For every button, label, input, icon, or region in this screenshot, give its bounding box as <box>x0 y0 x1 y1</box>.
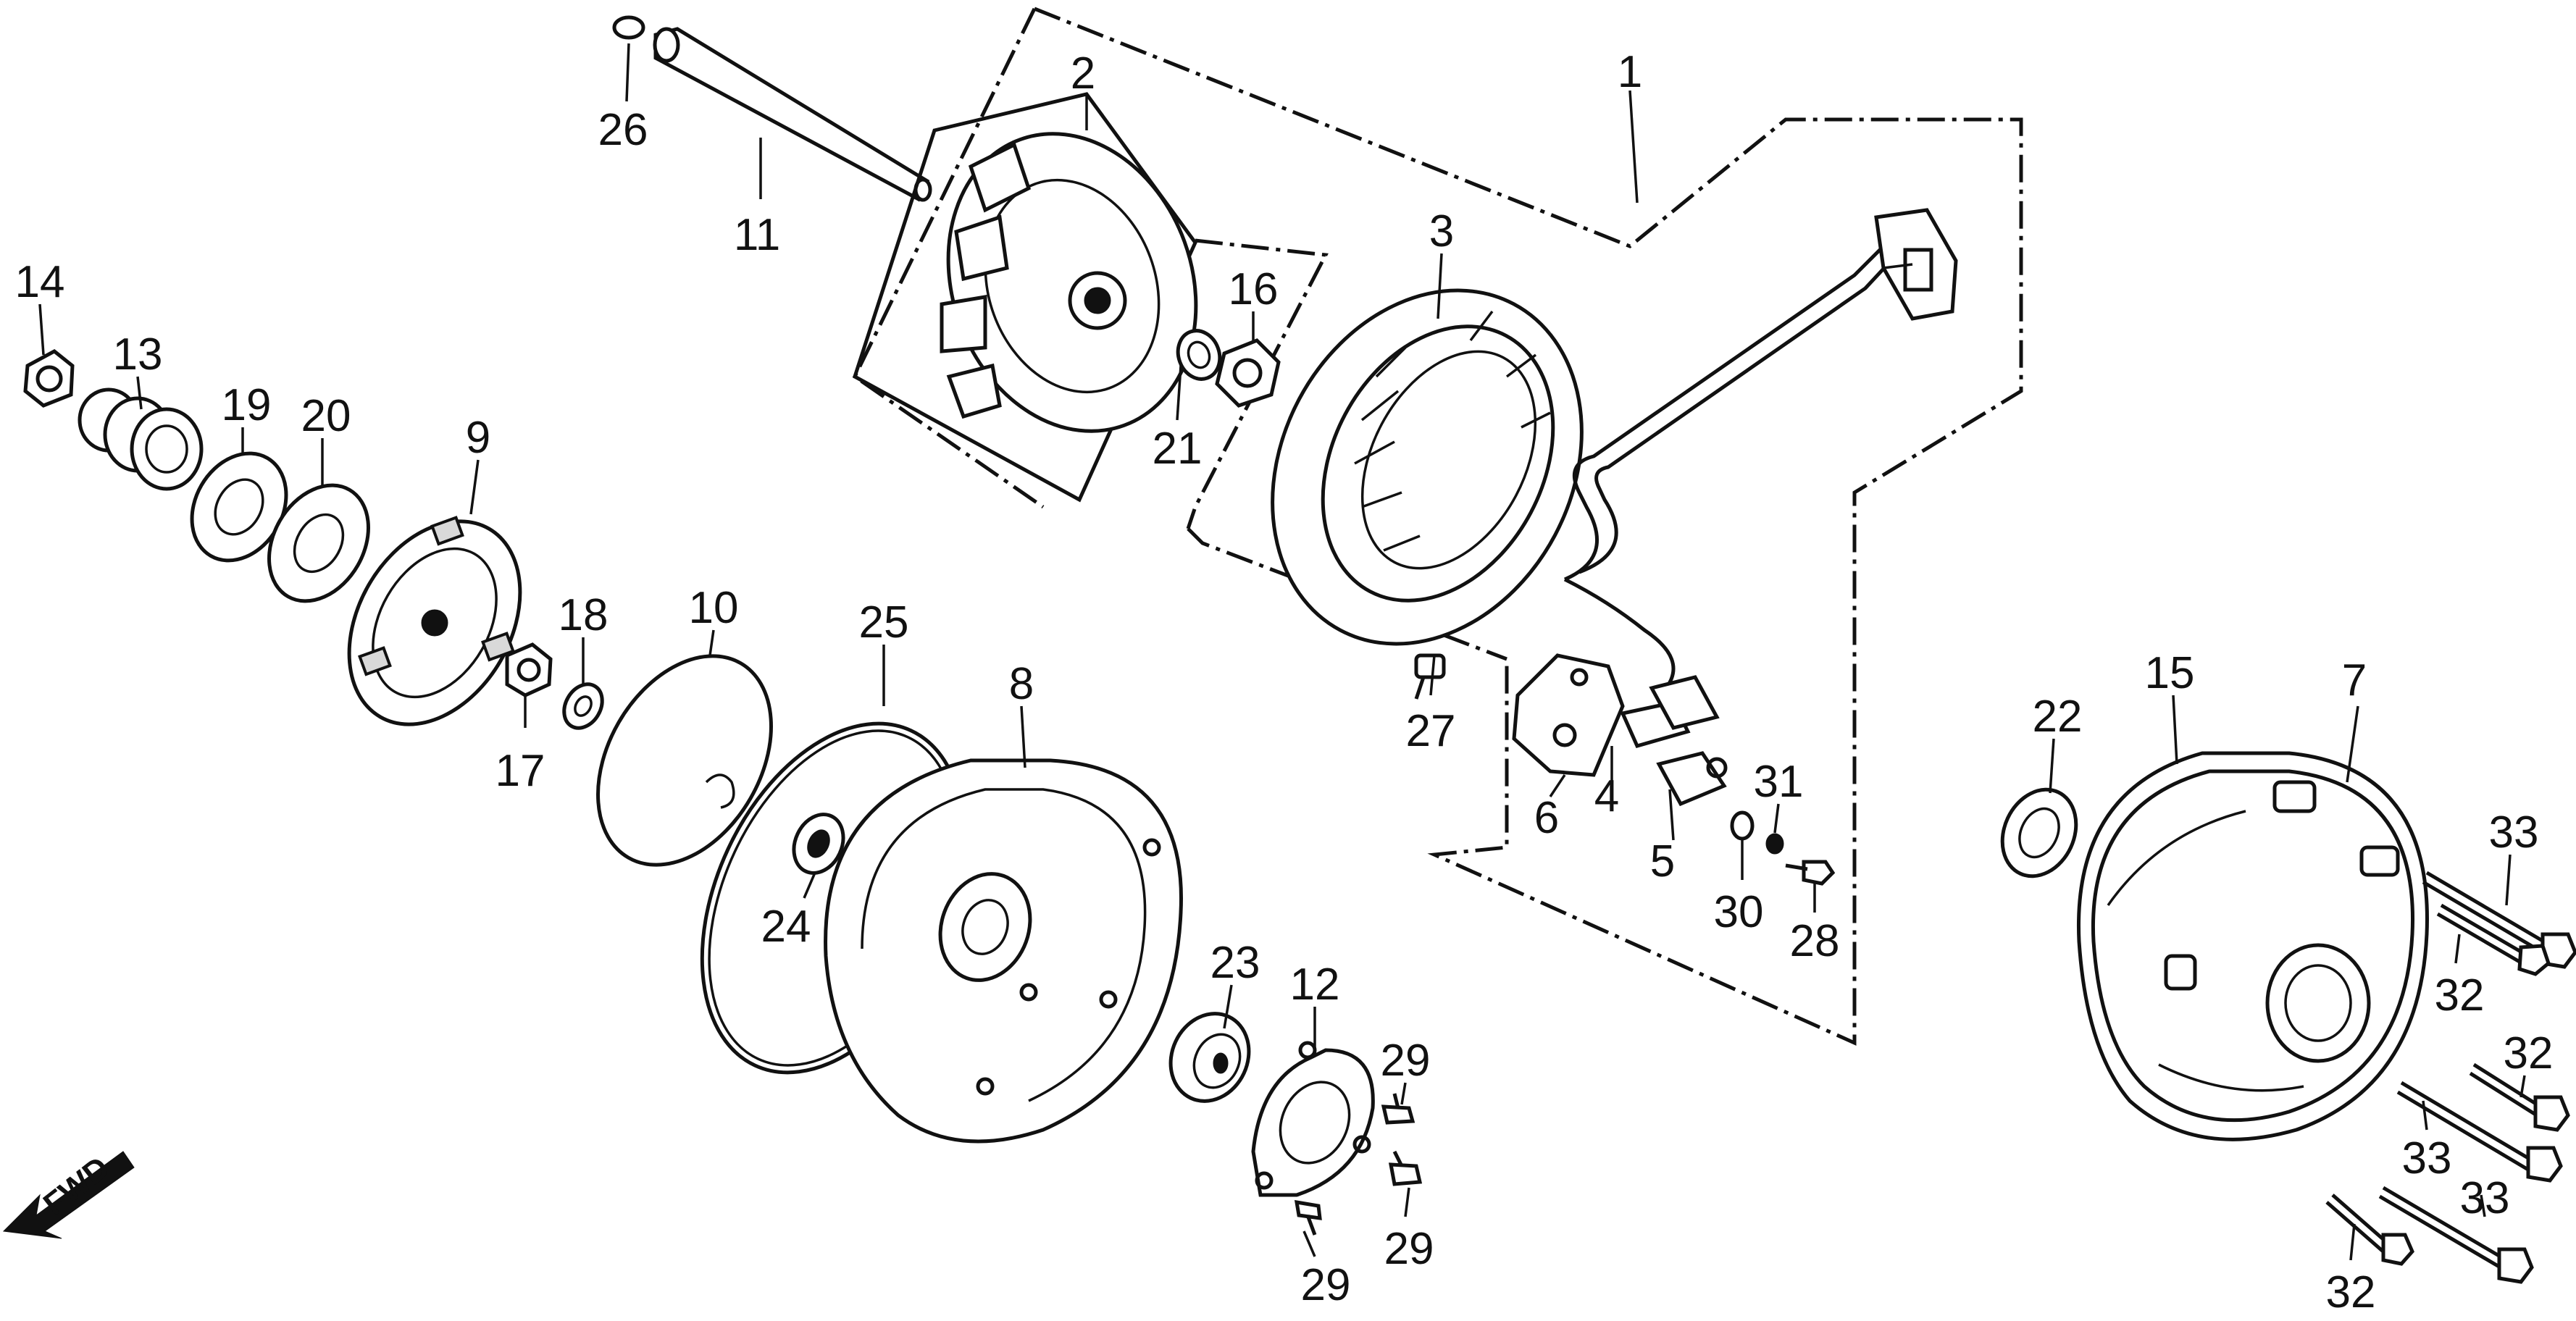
callout-3: 3 <box>1429 206 1454 256</box>
callout-14: 14 <box>15 257 65 307</box>
screw-29a <box>1381 1093 1415 1125</box>
nut-16 <box>1215 338 1281 408</box>
callout-27: 27 <box>1406 706 1456 756</box>
retainer-12 <box>1251 1041 1375 1197</box>
regulator-4 <box>1620 675 1720 749</box>
callout-13: 13 <box>113 330 163 379</box>
callout-17: 17 <box>495 746 545 796</box>
callout-33c: 33 <box>2460 1173 2510 1223</box>
nut-31 <box>1765 833 1784 855</box>
housing-8 <box>824 758 1183 1144</box>
bearing-22 <box>2000 787 2078 878</box>
bolt-33b <box>2396 1081 2563 1183</box>
damper-plate-9 <box>347 516 522 726</box>
callout-9: 9 <box>466 413 490 463</box>
callout-7: 7 <box>2342 655 2367 705</box>
leader-lines <box>38 43 2526 1261</box>
callout-29b: 29 <box>1384 1224 1434 1274</box>
wire-harness <box>1563 245 1896 689</box>
nut-17 <box>505 642 553 697</box>
rotor-2 <box>852 92 1198 503</box>
callout-19: 19 <box>222 380 272 430</box>
callout-4: 4 <box>1594 771 1619 821</box>
bolt-33c <box>2378 1186 2534 1284</box>
washer-30 <box>1730 810 1755 841</box>
callout-11: 11 <box>734 210 780 260</box>
washer-21 <box>1176 329 1222 381</box>
callout-32a: 32 <box>2435 970 2485 1020</box>
o-ring-26 <box>612 15 645 40</box>
callout-29c: 29 <box>1301 1260 1351 1310</box>
bearing-23 <box>1168 1012 1251 1103</box>
callout-8: 8 <box>1009 659 1034 709</box>
callout-22: 22 <box>2033 692 2083 742</box>
screw-27 <box>1414 653 1446 700</box>
callout-24: 24 <box>761 902 811 952</box>
fwd-direction-arrow: FWD <box>2 1150 135 1239</box>
screw-29b <box>1388 1150 1423 1186</box>
stator-3 <box>1271 288 1584 646</box>
callout-32b: 32 <box>2504 1028 2554 1078</box>
callout-33a: 33 <box>2489 808 2539 857</box>
bolt-32a <box>2436 903 2551 976</box>
callout-28: 28 <box>1790 916 1840 966</box>
callout-16: 16 <box>1229 264 1279 314</box>
callout-5: 5 <box>1650 836 1675 886</box>
callout-23: 23 <box>1210 938 1260 988</box>
shaft-11 <box>653 27 932 202</box>
brush-holder-6 <box>1512 653 1625 777</box>
callout-1: 1 <box>1618 47 1642 97</box>
gasket-15 <box>2076 751 2429 1141</box>
callout-33b: 33 <box>2402 1133 2452 1183</box>
callout-labels: 1 2 3 4 5 6 7 8 9 10 11 12 13 14 15 16 1… <box>15 47 2554 1317</box>
callout-12: 12 <box>1290 960 1340 1010</box>
bolt-32c <box>2325 1194 2414 1266</box>
callout-32c: 32 <box>2326 1267 2376 1317</box>
callout-18: 18 <box>559 590 609 640</box>
plate-10 <box>596 654 773 867</box>
callout-21: 21 <box>1153 424 1203 474</box>
callout-6: 6 <box>1534 793 1559 843</box>
callout-10: 10 <box>689 583 739 633</box>
bolt-32b <box>2469 1062 2570 1132</box>
bolt-33a <box>2422 871 2576 969</box>
callout-26: 26 <box>598 105 648 155</box>
callout-25: 25 <box>859 597 909 647</box>
callout-29a: 29 <box>1381 1036 1431 1086</box>
callout-31: 31 <box>1754 757 1804 807</box>
connector <box>1874 208 1958 321</box>
seal-24 <box>792 813 845 875</box>
screw-28 <box>1785 860 1836 886</box>
washer-20 <box>267 483 370 603</box>
callout-15: 15 <box>2145 648 2195 698</box>
rear-cover-7 <box>2091 769 2415 1123</box>
brush-5 <box>1656 751 1728 807</box>
spring-13 <box>78 387 204 491</box>
nut-14 <box>23 349 75 408</box>
callout-30: 30 <box>1714 887 1764 937</box>
washer-18 <box>562 682 604 730</box>
callout-2: 2 <box>1071 49 1095 98</box>
callout-20: 20 <box>301 391 351 441</box>
screw-29c <box>1294 1199 1322 1236</box>
